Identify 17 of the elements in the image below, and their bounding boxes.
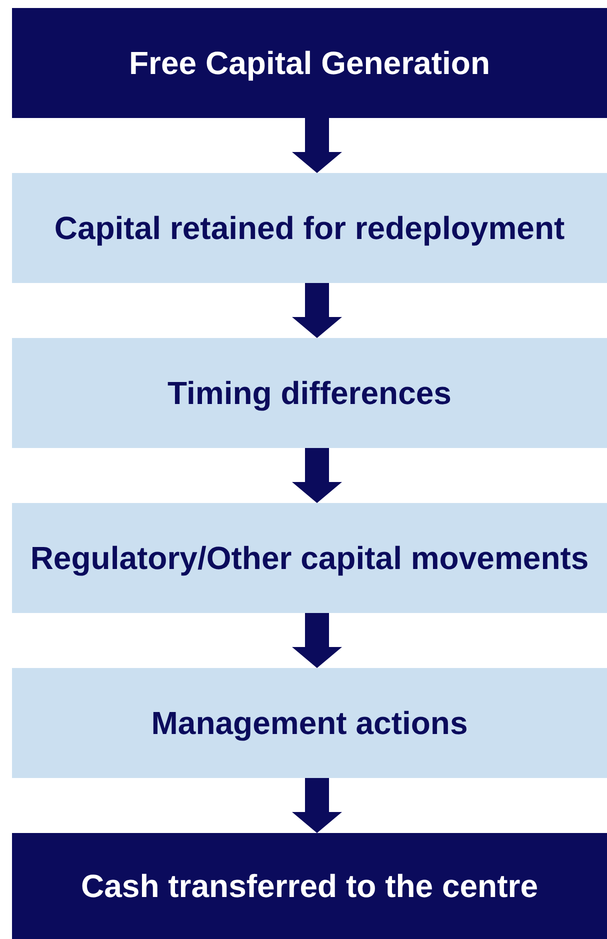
arrow bbox=[292, 613, 342, 668]
process-box bbox=[12, 173, 607, 283]
process-box bbox=[12, 503, 607, 613]
box-label: Management actions bbox=[151, 704, 468, 742]
process-box bbox=[12, 338, 607, 448]
arrow bbox=[292, 448, 342, 503]
process-box bbox=[12, 833, 607, 939]
process-box bbox=[12, 668, 607, 778]
process-box bbox=[12, 8, 607, 118]
arrow bbox=[292, 118, 342, 173]
box-label: Timing differences bbox=[168, 374, 452, 412]
box-label: Cash transferred to the centre bbox=[80, 867, 538, 905]
box-label: Regulatory/Other capital movements bbox=[30, 539, 589, 577]
arrow bbox=[292, 778, 342, 833]
box-label: Free Capital Generation bbox=[129, 44, 490, 82]
box-label: Capital retained for redeployment bbox=[54, 209, 565, 247]
arrow bbox=[292, 283, 342, 338]
